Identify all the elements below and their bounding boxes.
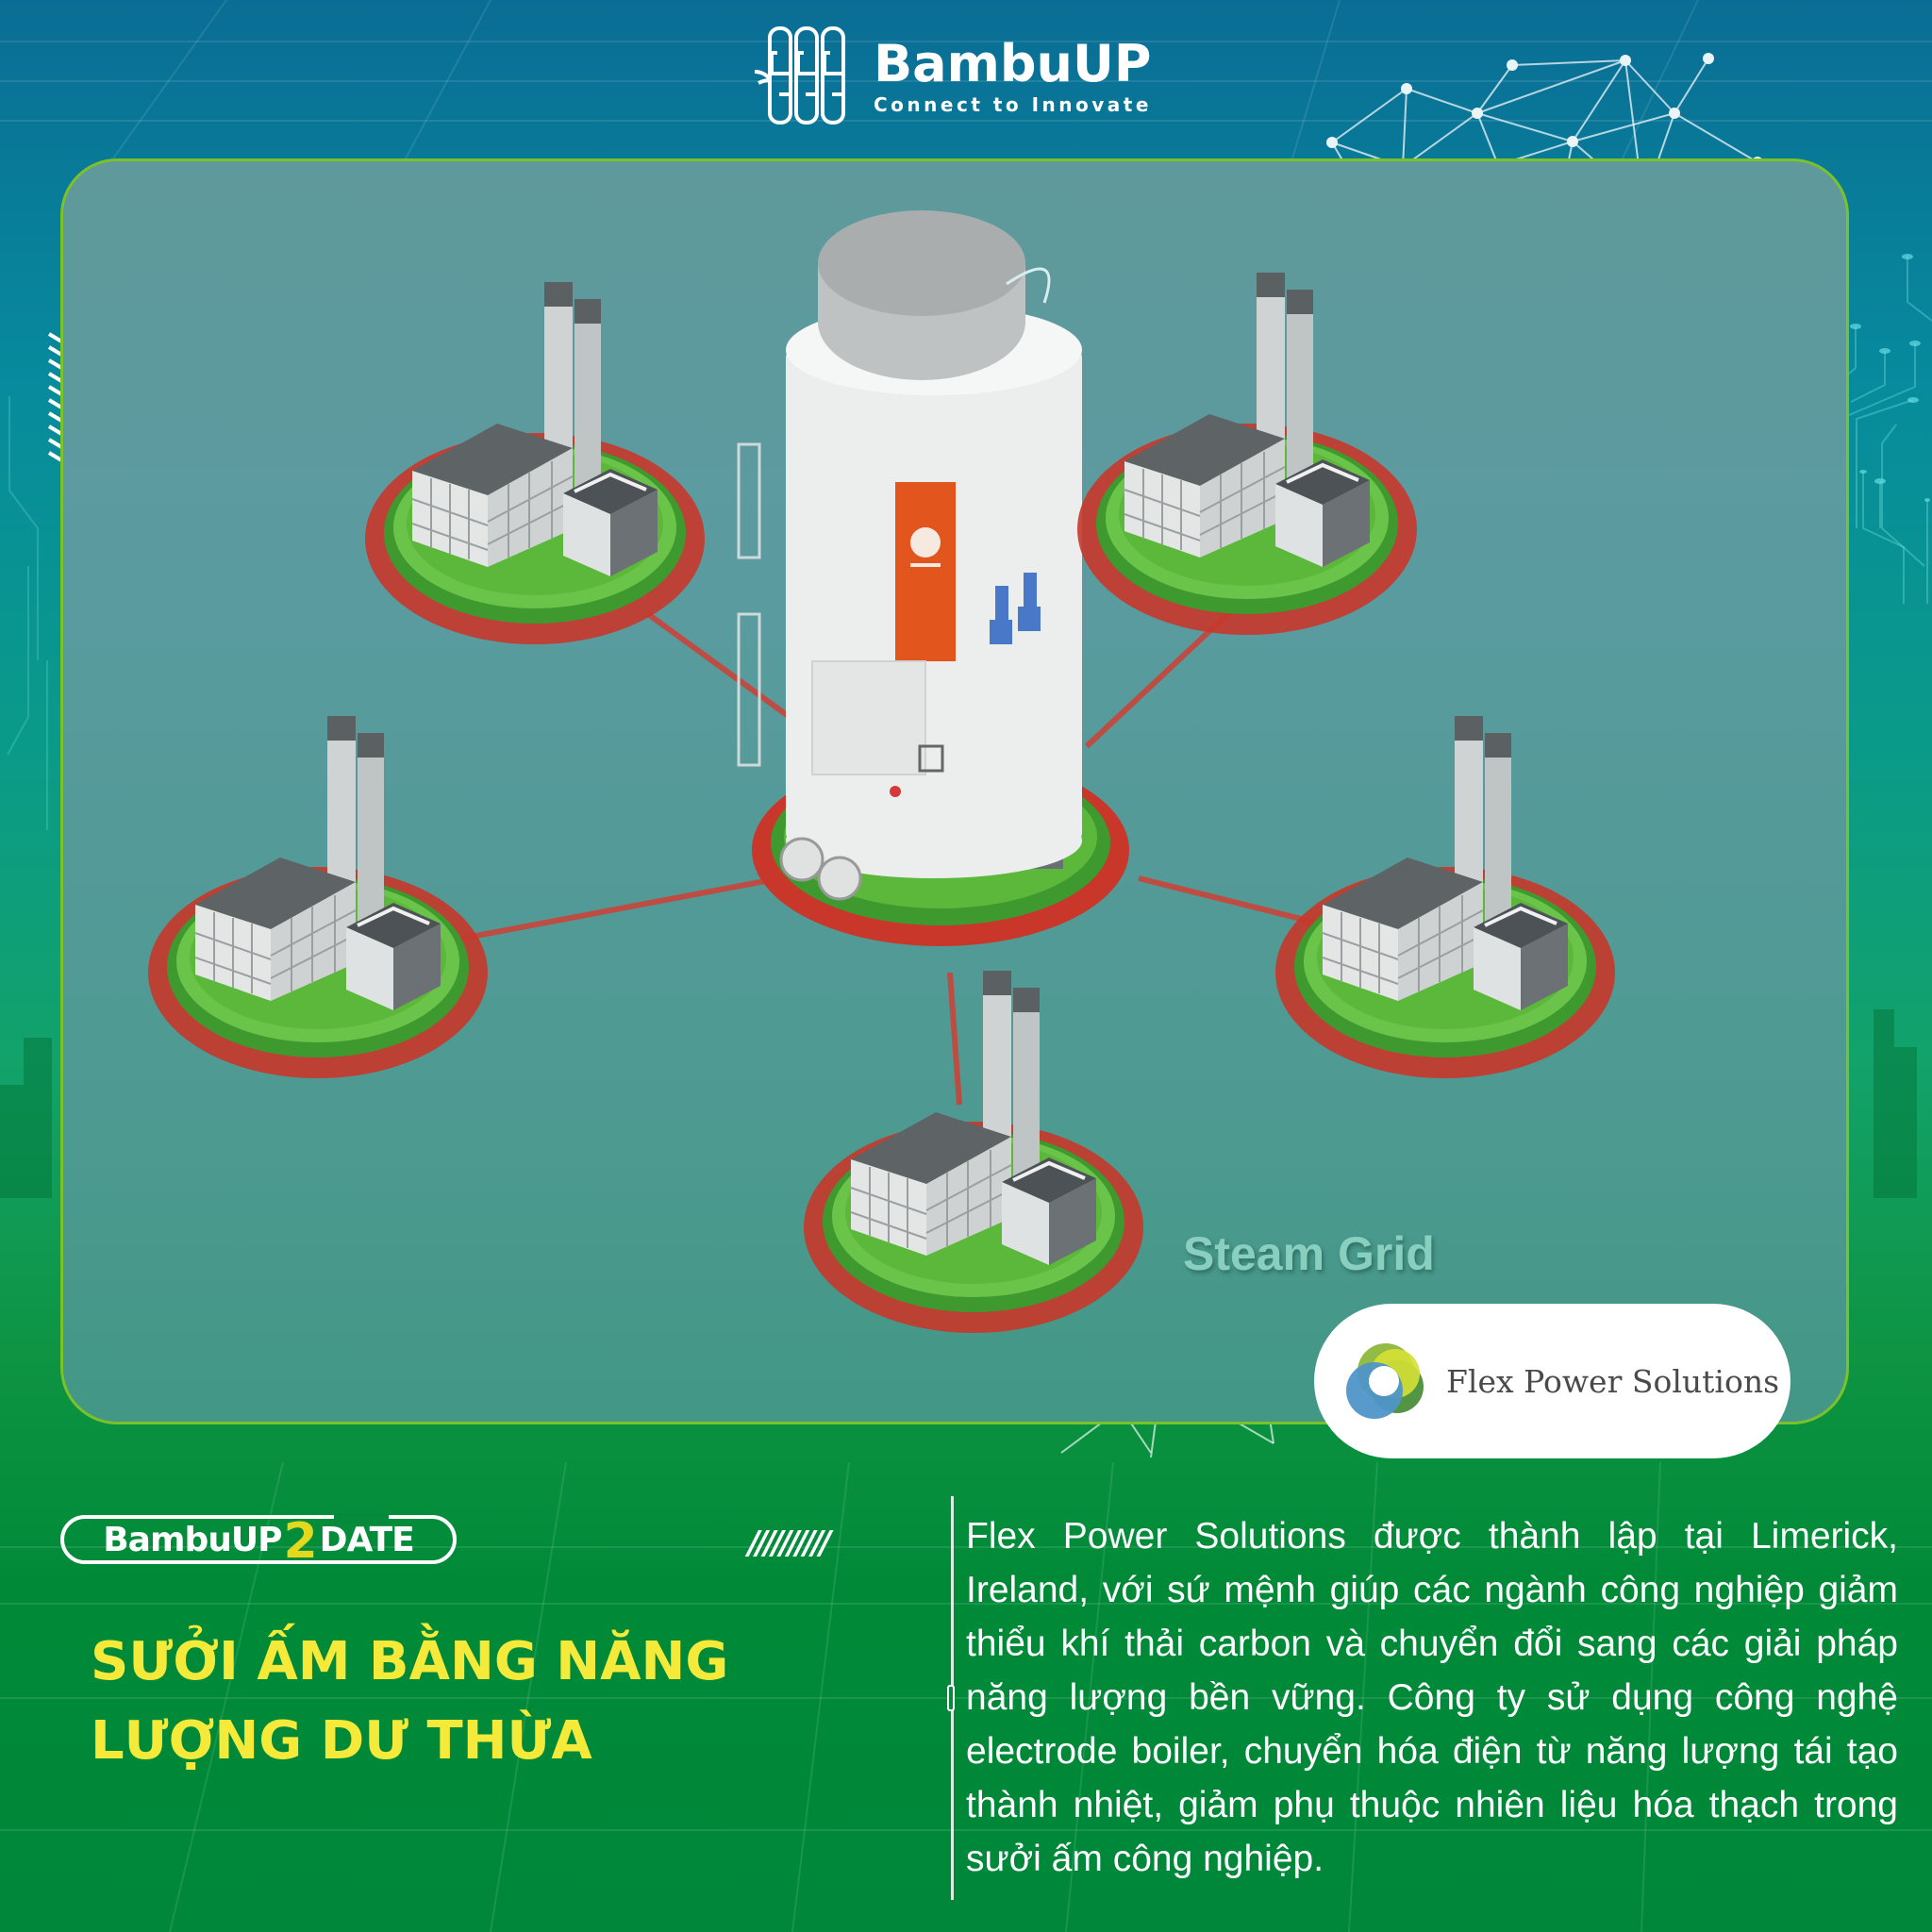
headline-line-2: LƯỢNG DƯ THỪA (91, 1710, 592, 1772)
headline: SƯỞI ẤM BẰNG NĂNG LƯỢNG DƯ THỪA (91, 1623, 770, 1781)
slash-decoration: ////////// (748, 1524, 831, 1562)
factory-mid-right (1274, 714, 1617, 1080)
partner-logo-card: Flex Power Solutions (1314, 1304, 1790, 1458)
factory-top-left (363, 280, 707, 646)
factory-mid-left (146, 714, 490, 1080)
badge-text-right: DATE (319, 1520, 415, 1559)
brand-name: BambuUP (874, 34, 1152, 93)
brand-header: BambuUP Connect to Innovate (753, 25, 1152, 128)
brand-tagline: Connect to Innovate (874, 93, 1152, 116)
factory-top-right (1075, 271, 1419, 637)
steam-grid-illustration (146, 210, 1617, 1335)
badge-text-left: BambuUP (103, 1520, 282, 1559)
illustration-card (60, 158, 1849, 1424)
text-cursor-marker (947, 1685, 955, 1711)
flex-power-rings-icon (1346, 1343, 1424, 1419)
badge-number: 2 (283, 1513, 318, 1570)
factory-bottom (802, 969, 1145, 1335)
headline-line-1: SƯỞI ẤM BẰNG NĂNG (91, 1631, 729, 1692)
bamboo-logo-icon (754, 26, 845, 125)
steam-grid-label: Steam Grid (1183, 1227, 1435, 1280)
series-badge: BambuUP 2 DATE (60, 1513, 457, 1570)
partner-name: Flex Power Solutions (1446, 1362, 1780, 1400)
badge-border-gap (334, 1513, 389, 1524)
body-paragraph: Flex Power Solutions được thành lập tại … (966, 1516, 1898, 1879)
electrode-boiler-icon (737, 210, 1082, 901)
